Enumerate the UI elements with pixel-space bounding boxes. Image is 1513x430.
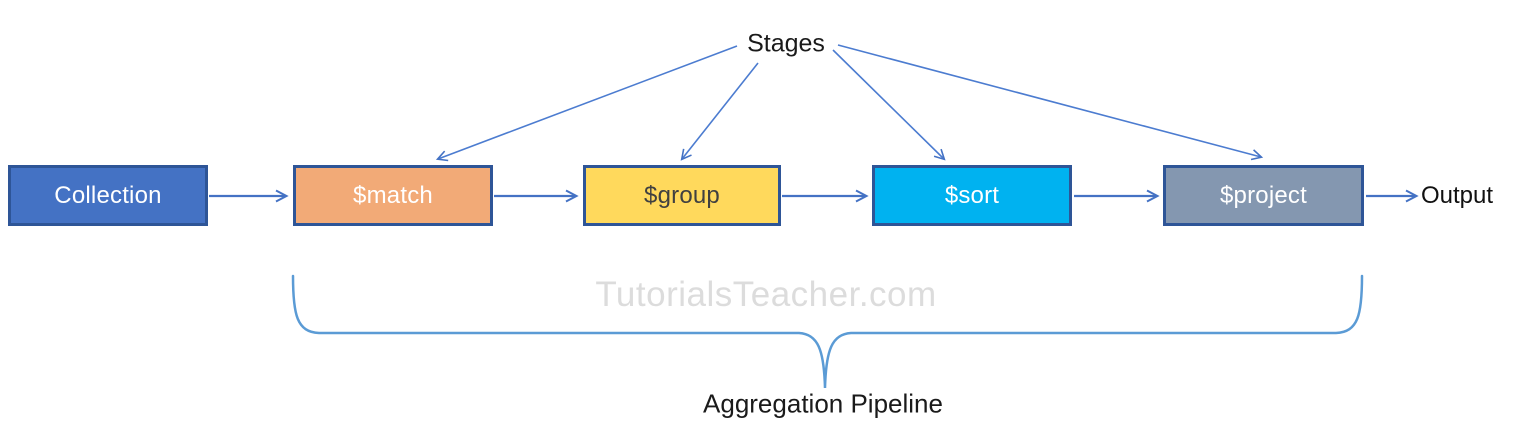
stages-arrow-to-group <box>680 62 759 161</box>
stages-arrow-to-match <box>435 45 738 162</box>
node-match: $match <box>293 165 493 226</box>
pipeline-caption: Aggregation Pipeline <box>703 388 943 419</box>
node-project-label: $project <box>1220 181 1307 209</box>
stages-arrow-to-project <box>837 44 1264 161</box>
stages-arrow-to-sort <box>832 49 946 161</box>
watermark-text: TutorialsTeacher.com <box>595 275 937 314</box>
output-label: Output <box>1421 182 1494 209</box>
node-project: $project <box>1163 165 1364 226</box>
stages-title: Stages <box>747 29 825 58</box>
node-collection: Collection <box>8 165 208 226</box>
stages-pointer-arrows <box>435 44 1264 162</box>
node-sort: $sort <box>872 165 1072 226</box>
node-group: $group <box>583 165 781 226</box>
node-match-label: $match <box>353 181 433 209</box>
node-sort-label: $sort <box>944 181 1000 209</box>
node-group-label: $group <box>644 181 720 209</box>
node-collection-label: Collection <box>54 181 162 209</box>
